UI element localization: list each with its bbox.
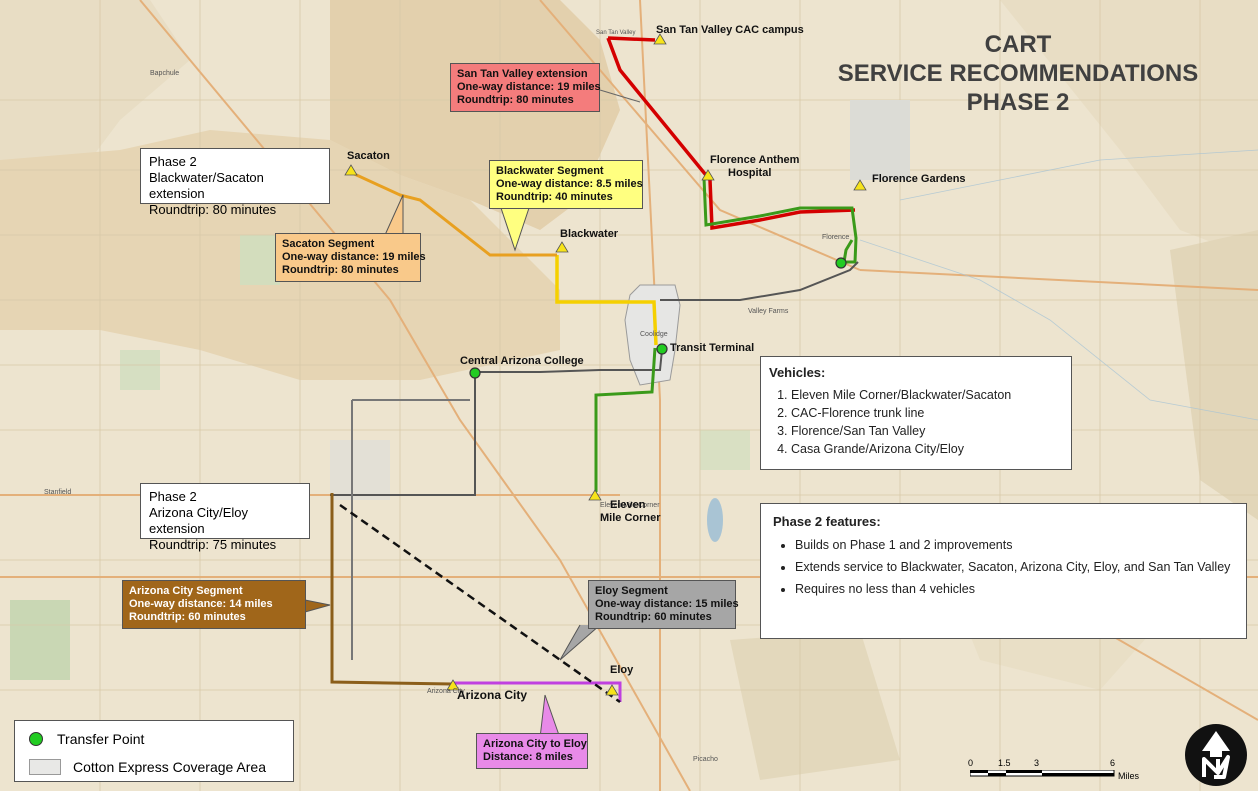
callout-arizona-city-distance: One-way distance: 14 miles (129, 598, 273, 610)
callout-blackwater-distance: One-way distance: 8.5 miles (496, 178, 643, 190)
label-arizona-city-small: Arizona City (427, 688, 465, 695)
legend-coverage-label: Cotton Express Coverage Area (73, 759, 266, 775)
callout-blackwater-roundtrip: Roundtrip: 40 minutes (496, 191, 613, 203)
feature-item: Extends service to Blackwater, Sacaton, … (795, 559, 1234, 576)
label-eloy: Eloy (610, 664, 634, 676)
legend-row-transfer: Transfer Point (29, 731, 144, 747)
callout-eloy-roundtrip: Roundtrip: 60 minutes (595, 611, 712, 623)
scale-tick-1: 1.5 (998, 758, 1011, 768)
callout-az-city-eloy-title: Arizona City to Eloy (483, 738, 587, 750)
label-eleven-mile-corner: Eleven Mile Corner (600, 499, 661, 525)
label-valley-farms: Valley Farms (748, 308, 789, 315)
label-bapchule: Bapchule (150, 70, 180, 77)
callout-sacaton-distance: One-way distance: 19 miles (282, 251, 426, 263)
callout-eloy-title: Eloy Segment (595, 585, 668, 597)
phase-box-bs-line1: Phase 2 (149, 154, 197, 169)
scale-bar-graphic (970, 770, 1115, 777)
phase-box-bs-line2: Blackwater/Sacaton extension (149, 170, 264, 201)
phase-box-ae-line2: Arizona City/Eloy extension (149, 505, 248, 536)
phase-box-arizona-city-eloy: Phase 2 Arizona City/Eloy extension Roun… (140, 483, 310, 552)
label-san-tan-campus: San Tan Valley CAC campus (656, 24, 804, 36)
callout-sacaton-roundtrip: Roundtrip: 80 minutes (282, 264, 399, 276)
label-florence-gardens: Florence Gardens (872, 173, 966, 185)
label-picacho: Picacho (693, 756, 718, 763)
callout-blackwater-title: Blackwater Segment (496, 165, 604, 177)
legend-transfer-label: Transfer Point (57, 731, 145, 747)
transfer-point-icon (29, 732, 43, 746)
vehicles-list: Eleven Mile Corner/Blackwater/Sacaton CA… (769, 388, 1063, 456)
title-line-3: PHASE 2 (966, 89, 1070, 116)
scale-tick-3: 6 (1110, 758, 1116, 768)
label-florence-anthem-line2: Hospital (728, 167, 772, 179)
callout-eloy: Eloy Segment One-way distance: 15 miles … (588, 580, 739, 629)
title-line-2: SERVICE RECOMMENDATIONS (837, 60, 1199, 87)
callout-san-tan-roundtrip: Roundtrip: 80 minutes (457, 94, 574, 106)
title-line-1: CART (984, 31, 1052, 58)
label-eleven-mile-line1: Eleven (610, 499, 646, 511)
callout-arizona-city-title: Arizona City Segment (129, 585, 243, 597)
vehicles-heading: Vehicles: (769, 365, 826, 380)
callout-sacaton: Sacaton Segment One-way distance: 19 mil… (275, 233, 426, 282)
callout-az-city-eloy: Arizona City to Eloy Distance: 8 miles (476, 733, 588, 769)
scale-tick-2: 3 (1034, 758, 1040, 768)
scale-bar: 0 1.5 3 6 Miles (966, 758, 1146, 786)
callout-san-tan-distance: One-way distance: 19 miles (457, 81, 601, 93)
callout-sacaton-title: Sacaton Segment (282, 238, 375, 250)
legend: Transfer Point Cotton Express Coverage A… (14, 720, 294, 782)
legend-row-coverage: Cotton Express Coverage Area (29, 759, 266, 775)
callout-san-tan-title: San Tan Valley extension (457, 68, 588, 80)
label-arizona-city: Arizona City (457, 688, 528, 702)
label-coolidge: Coolidge (640, 331, 668, 338)
label-florence: Florence (822, 234, 850, 241)
map-title: CART SERVICE RECOMMENDATIONS PHASE 2 (808, 30, 1228, 117)
coverage-area-icon (29, 759, 61, 775)
phase-box-ae-line1: Phase 2 (149, 489, 197, 504)
label-stanfield: Stanfield (44, 489, 72, 496)
label-transit-terminal: Transit Terminal (670, 342, 755, 354)
label-sacaton: Sacaton (347, 150, 390, 162)
features-heading: Phase 2 features: (773, 514, 881, 529)
features-box: Phase 2 features: Builds on Phase 1 and … (760, 503, 1247, 639)
vehicle-item: Florence/San Tan Valley (791, 424, 1063, 438)
phase-box-ae-line3: Roundtrip: 75 minutes (149, 537, 277, 552)
label-central-az-college: Central Arizona College (460, 355, 584, 367)
vehicles-box: Vehicles: Eleven Mile Corner/Blackwater/… (760, 356, 1072, 470)
callout-blackwater: Blackwater Segment One-way distance: 8.5… (489, 160, 643, 209)
vehicle-item: CAC-Florence trunk line (791, 406, 1063, 420)
callout-eloy-distance: One-way distance: 15 miles (595, 598, 739, 610)
north-arrow-icon (1185, 724, 1247, 786)
callout-az-city-eloy-distance: Distance: 8 miles (483, 751, 573, 763)
label-blackwater: Blackwater (560, 228, 619, 240)
label-eleven-mile-small: Eleven Mile Corner (600, 502, 660, 509)
phase-box-blackwater-sacaton: Phase 2 Blackwater/Sacaton extension Rou… (140, 148, 330, 217)
callout-arizona-city: Arizona City Segment One-way distance: 1… (122, 580, 306, 629)
vehicle-item: Eleven Mile Corner/Blackwater/Sacaton (791, 388, 1063, 402)
label-florence-anthem: Florence Anthem Hospital (710, 154, 799, 180)
feature-item: Builds on Phase 1 and 2 improvements (795, 537, 1234, 554)
label-eleven-mile-line2: Mile Corner (600, 512, 661, 524)
feature-item: Requires no less than 4 vehicles (795, 581, 1234, 598)
scale-unit: Miles (1118, 771, 1140, 781)
label-florence-anthem-line1: Florence Anthem (710, 154, 800, 166)
phase-box-bs-line3: Roundtrip: 80 minutes (149, 202, 277, 217)
label-san-tan-valley: San Tan Valley (596, 30, 636, 36)
scale-tick-0: 0 (968, 758, 974, 768)
features-list: Builds on Phase 1 and 2 improvements Ext… (773, 537, 1234, 598)
callout-arizona-city-roundtrip: Roundtrip: 60 minutes (129, 611, 246, 623)
vehicle-item: Casa Grande/Arizona City/Eloy (791, 442, 1063, 456)
callout-san-tan: San Tan Valley extension One-way distanc… (450, 63, 601, 112)
